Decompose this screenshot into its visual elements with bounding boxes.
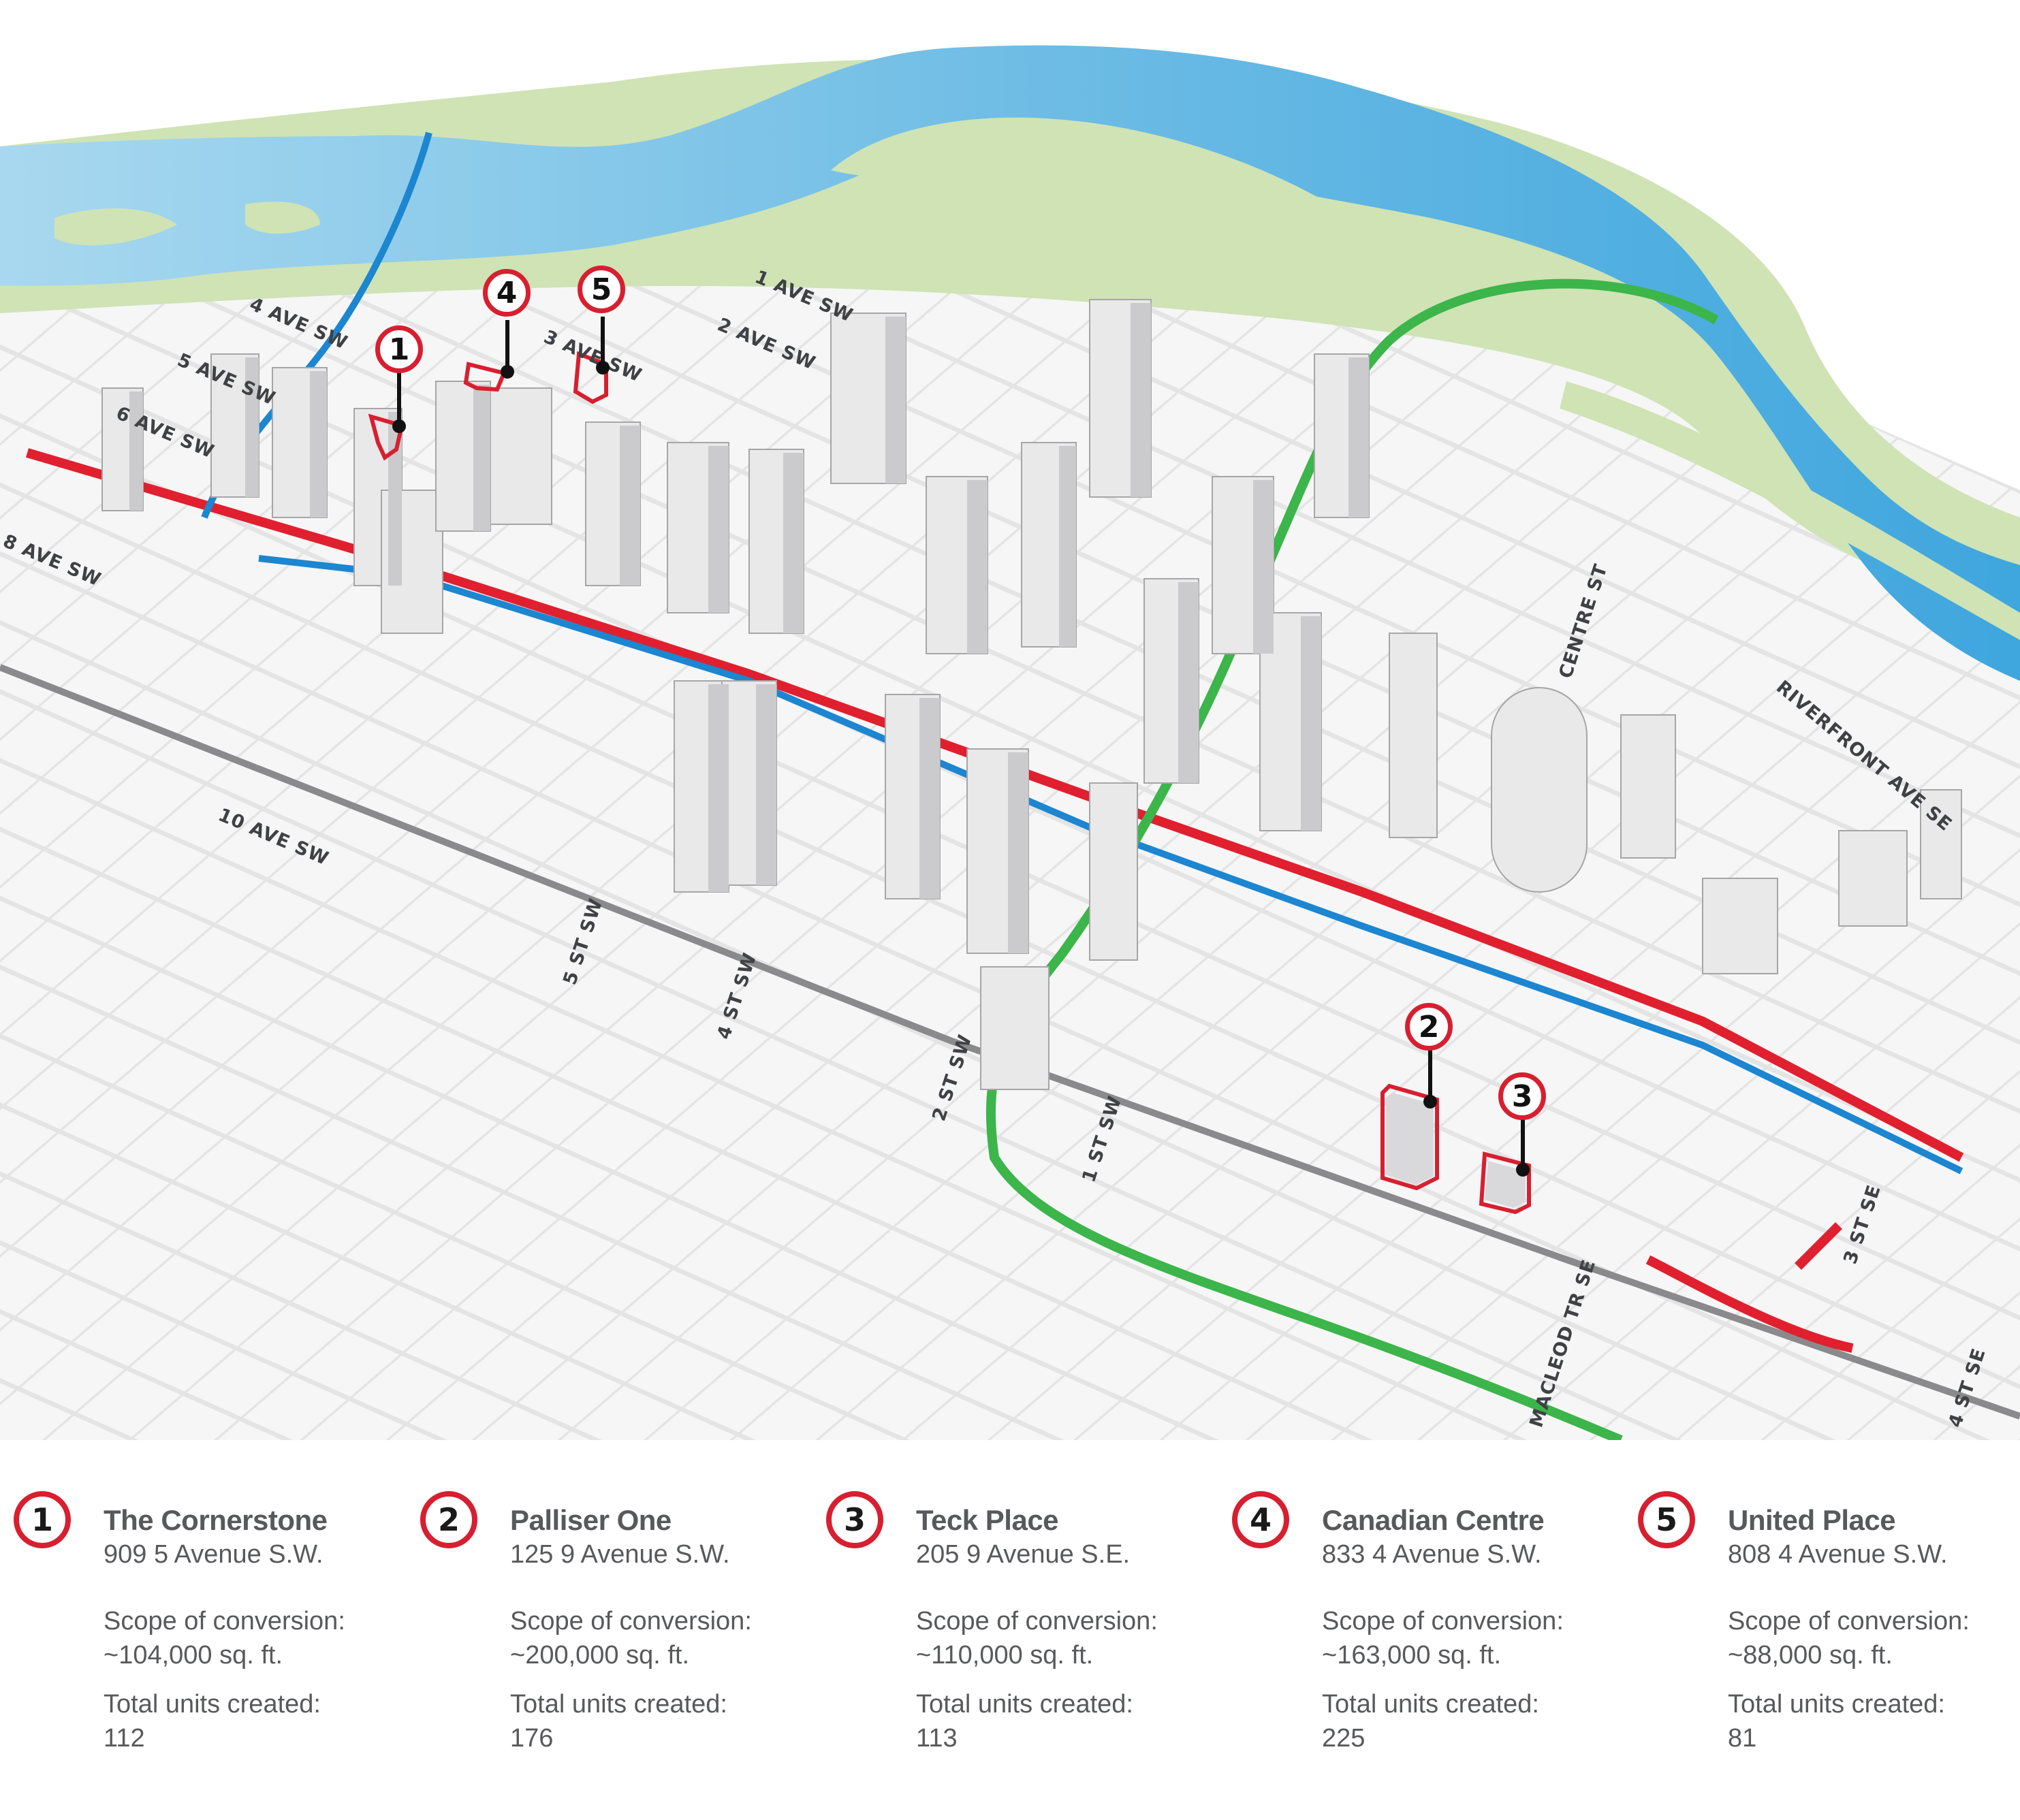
legend-scope-label: Scope of conversion: [1728,1607,1970,1635]
legend-scope-label: Scope of conversion: [104,1607,345,1635]
legend-scope-value: ~88,000 sq. ft. [1728,1641,1893,1670]
legend-name: Canadian Centre [1322,1504,1545,1536]
legend-units-value: 112 [104,1724,145,1753]
legend-units-label: Total units created: [916,1690,1133,1719]
legend-units-label: Total units created: [1728,1690,1945,1719]
legend-badge-5: 5 [1638,1491,1695,1548]
legend-scope-value: ~104,000 sq. ft. [104,1641,283,1670]
marker-dot-5 [596,361,610,374]
legend-badge-2: 2 [420,1491,477,1548]
legend-badge-3: 3 [826,1491,883,1548]
marker-dot-3 [1516,1163,1530,1177]
legend-scope-label: Scope of conversion: [1322,1607,1564,1635]
legend-item-3: 3 Teck Place 205 9 Avenue S.E. Scope of … [812,1478,1214,1791]
marker-stem-2 [1428,1049,1432,1103]
legend-units-label: Total units created: [104,1690,321,1719]
legend-scope-value: ~200,000 sq. ft. [510,1641,690,1670]
marker-dot-1 [392,419,406,433]
island-west [54,208,177,246]
map-base-graphic [0,45,2020,1440]
legend-item-1: 1 The Cornerstone 909 5 Avenue S.W. Scop… [0,1478,402,1791]
legend-scope-label: Scope of conversion: [510,1607,752,1635]
building-shadows [129,303,1369,953]
legend-address: 205 9 Avenue S.E. [916,1540,1131,1569]
legend-address: 808 4 Avenue S.W. [1728,1540,1948,1569]
transit-green-line [985,278,1719,1440]
legend-units-value: 81 [1728,1724,1757,1753]
marker-dot-4 [501,365,514,379]
legend-units-label: Total units created: [1322,1690,1539,1719]
legend-scope-label: Scope of conversion: [916,1607,1158,1635]
legend-address: 125 9 Avenue S.W. [510,1540,730,1569]
marker-stem-1 [397,368,401,429]
legend-item-5: 5 United Place 808 4 Avenue S.W. Scope o… [1624,1478,2020,1791]
legend-item-2: 2 Palliser One 125 9 Avenue S.W. Scope o… [407,1478,808,1791]
target-outline-2 [1380,1083,1439,1191]
target-outline-4 [463,362,507,392]
bow-river [0,45,2020,681]
legend-name: The Cornerstone [104,1504,328,1536]
legend-units-value: 225 [1322,1724,1366,1753]
transit-red-se-line [1645,1255,1854,1353]
map-marker-1[interactable]: 1 [375,325,423,373]
map-marker-2[interactable]: 2 [1405,1003,1453,1051]
legend-units-value: 176 [510,1724,554,1753]
isometric-downtown-map: 1 AVE SW 2 AVE SW 3 AVE SW 4 AVE SW 5 AV… [0,45,2020,1440]
marker-stem-5 [601,317,605,371]
map-marker-5[interactable]: 5 [578,266,625,313]
target-building-fills [1386,1093,1526,1208]
legend-badge-4: 4 [1232,1491,1289,1548]
prince-island [831,117,1362,225]
legend-badge-1: 1 [14,1491,71,1548]
property-legend: 1 The Cornerstone 909 5 Avenue S.W. Scop… [0,1450,2020,1820]
transit-red-3st [1795,1222,1842,1270]
legend-address: 909 5 Avenue S.W. [104,1540,323,1569]
map-marker-3[interactable]: 3 [1498,1072,1546,1120]
map-marker-4[interactable]: 4 [483,269,531,317]
legend-name: Palliser One [510,1504,672,1536]
riverbank-strip [1560,381,2020,640]
island-small [245,202,320,234]
marker-stem-4 [505,320,509,374]
rail-line [0,664,2020,1420]
legend-units-label: Total units created: [510,1690,727,1719]
marker-stem-3 [1521,1117,1525,1171]
legend-scope-value: ~110,000 sq. ft. [916,1641,1094,1670]
legend-address: 833 4 Avenue S.W. [1322,1540,1542,1569]
legend-name: Teck Place [916,1504,1059,1536]
legend-name: United Place [1728,1504,1896,1536]
marker-dot-2 [1423,1095,1437,1108]
legend-units-value: 113 [916,1724,958,1753]
legend-scope-value: ~163,000 sq. ft. [1322,1641,1502,1670]
legend-item-4: 4 Canadian Centre 833 4 Avenue S.W. Scop… [1218,1478,1620,1791]
